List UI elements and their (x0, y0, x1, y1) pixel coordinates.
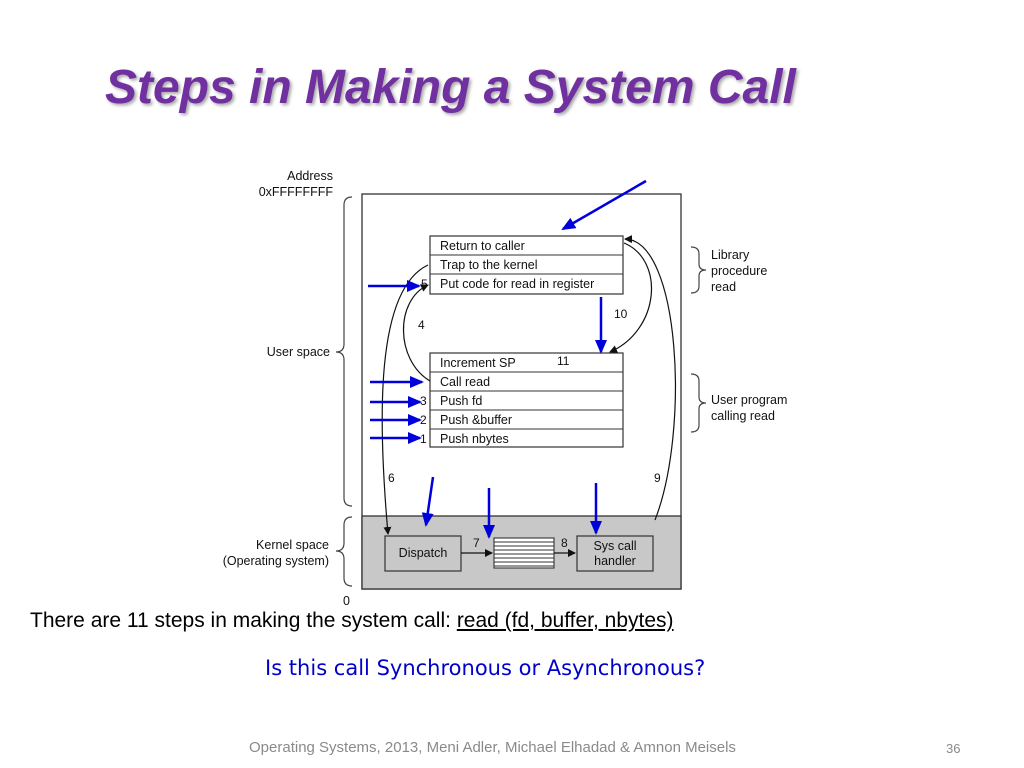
syscall-handler-box (576, 535, 654, 572)
user-program-box: Increment SP Call read Push fd Push &buf… (429, 352, 624, 448)
kernel-space-sublabel: (Operating system) (223, 554, 329, 568)
syscall-table (493, 537, 555, 569)
step-3-label: 3 (420, 394, 427, 408)
library-label-2: procedure (711, 264, 767, 278)
step-5-label: 5 (421, 277, 428, 291)
library-row-return: Return to caller (440, 239, 525, 253)
body-prefix: There are 11 steps in making the system … (30, 609, 457, 632)
library-procedure-box: Return to caller Trap to the kernel Put … (429, 235, 624, 295)
user-row-push-fd: Push fd (440, 394, 482, 408)
step-4-label: 4 (418, 318, 425, 332)
address-bottom: 0 (343, 594, 350, 608)
user-space-brace (335, 196, 353, 507)
user-row-call-read: Call read (440, 375, 490, 389)
step-9-label: 9 (654, 471, 661, 485)
highlight-arrow-return (561, 179, 647, 231)
handler-label-1: Sys call (593, 539, 636, 553)
kernel-space-label: Kernel space (256, 538, 329, 552)
user-row-push-nbytes: Push nbytes (440, 432, 509, 446)
step-6-label: 6 (388, 471, 395, 485)
library-brace (690, 246, 707, 294)
body-call: read (fd, buffer, nbytes) (456, 609, 674, 632)
address-top: 0xFFFFFFFF (259, 185, 334, 199)
kernel-space-brace (335, 516, 353, 587)
user-space-label: User space (267, 345, 330, 359)
step-7-label: 7 (473, 536, 480, 550)
body-text: There are 11 steps in making the system … (30, 609, 674, 633)
step-10-label: 10 (614, 307, 628, 321)
step-1-label: 1 (420, 432, 427, 446)
user-program-label-2: calling read (711, 409, 775, 423)
footer-text: Operating Systems, 2013, Meni Adler, Mic… (249, 739, 736, 756)
user-program-label-1: User program (711, 393, 787, 407)
arrow-step-10 (609, 242, 653, 353)
question-text: Is this call Synchronous or Asynchronous… (265, 656, 706, 680)
user-row-push-buffer: Push &buffer (440, 413, 512, 427)
library-row-trap: Trap to the kernel (440, 258, 538, 272)
library-row-put-code: Put code for read in register (440, 277, 594, 291)
dispatch-label: Dispatch (399, 546, 448, 560)
address-label: Address (287, 169, 333, 183)
arrow-step-6 (381, 264, 429, 535)
user-row-increment-sp: Increment SP (440, 356, 516, 370)
dispatch-box (384, 535, 462, 572)
user-program-brace (690, 373, 707, 433)
library-label-3: read (711, 280, 736, 294)
library-label-1: Library (711, 248, 750, 262)
step-8-label: 8 (561, 536, 568, 550)
page-number: 36 (946, 741, 961, 756)
step-2-label: 2 (420, 413, 427, 427)
slide-title: Steps in Making a System Call (105, 61, 796, 114)
arrow-step-9 (624, 235, 676, 521)
step-11-label: 11 (557, 354, 570, 368)
highlight-arrow-dispatch (421, 476, 435, 527)
handler-label-2: handler (594, 554, 636, 568)
